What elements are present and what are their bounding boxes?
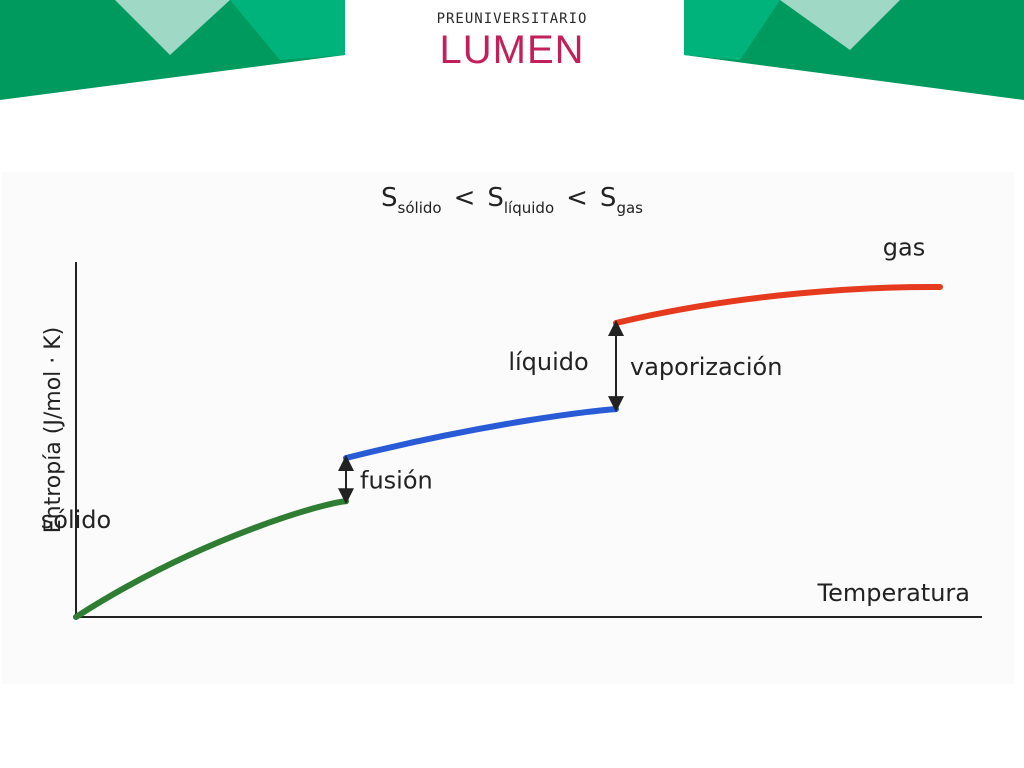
title-less-than-2: < <box>566 183 588 213</box>
series-line-2 <box>613 283 943 326</box>
banner-right-light-shape <box>780 0 900 50</box>
logo-top-text: PREUNIVERSITARIO <box>436 11 588 27</box>
banner-right-dark-shape <box>684 0 1024 100</box>
header-banner <box>0 0 1024 100</box>
series-line-1 <box>343 406 619 461</box>
transition-label-0: fusión <box>360 467 433 495</box>
title-s-liquid: S <box>487 183 504 213</box>
banner-left-light-shape <box>115 0 230 55</box>
banner-right-mid-shape <box>684 0 780 60</box>
title-s-gas: S <box>600 183 617 213</box>
title-sub-gas: gas <box>616 199 643 217</box>
series-label-layer: sólido líquido gas <box>41 234 925 535</box>
series-label-0: sólido <box>41 506 111 534</box>
x-axis-label: Temperatura <box>817 579 971 607</box>
logo-brand-text: LUMEN <box>439 28 585 72</box>
banner-left-mid-shape <box>230 0 345 60</box>
title-s-solid: S <box>381 183 398 213</box>
title-sub-solid: sólido <box>398 199 442 217</box>
chart-title: Ssólido < Slíquido < Sgas <box>381 183 643 217</box>
series-label-2: gas <box>883 234 925 262</box>
lumen-logo: PREUNIVERSITARIO LUMEN <box>414 10 610 74</box>
series-label-1: líquido <box>508 348 588 376</box>
y-axis-label: Entropía (J/mol · K) <box>41 327 66 534</box>
series-line-0 <box>73 498 349 620</box>
chart-panel <box>2 172 1014 684</box>
series-layer <box>73 283 943 620</box>
title-less-than-1: < <box>454 183 476 213</box>
title-sub-liquid: líquido <box>504 199 554 217</box>
transition-layer: fusión vaporización <box>338 320 782 505</box>
transition-label-1: vaporización <box>630 353 782 381</box>
